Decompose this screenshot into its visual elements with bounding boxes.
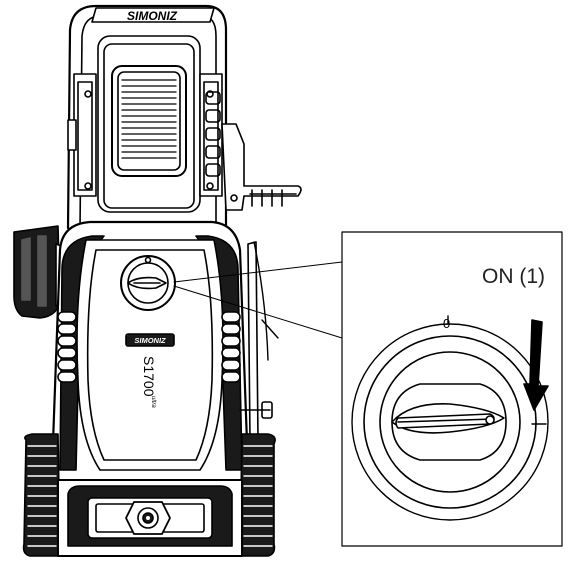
power-switch-enlarged <box>351 315 549 521</box>
on-state-label: ON (1) <box>482 265 545 288</box>
brand-logo-top: SIMONIZ <box>127 9 178 23</box>
left-wheel <box>22 433 61 557</box>
callout-leader-lines <box>173 261 343 339</box>
model-label: S1700 ultra <box>141 356 157 408</box>
model-number: S1700 <box>141 356 157 397</box>
handle-frame: SIMONIZ <box>66 4 228 230</box>
callout-box: ON (1) 0 <box>341 231 563 547</box>
off-position-mark: 0 <box>443 316 450 331</box>
brand-logo-body: SIMONIZ <box>134 336 166 345</box>
brand-badge-top: SIMONIZ <box>91 7 215 23</box>
rotation-arrow-icon <box>523 319 549 411</box>
left-bracket <box>67 73 97 197</box>
body-brand-badge: SIMONIZ <box>125 333 175 347</box>
model-suffix: ultra <box>150 396 156 408</box>
spray-gun-holder <box>221 123 302 211</box>
grip-ridges <box>121 79 177 159</box>
right-wheel <box>239 433 276 557</box>
high-pressure-outlet <box>125 501 171 535</box>
cord-hooks <box>205 91 221 177</box>
power-switch-small[interactable] <box>120 255 176 311</box>
right-connector-stack <box>221 311 241 383</box>
rear-lance <box>253 241 279 361</box>
left-connector-stack <box>57 311 77 383</box>
hose-reel-panel <box>97 35 201 213</box>
right-bracket <box>199 73 223 197</box>
